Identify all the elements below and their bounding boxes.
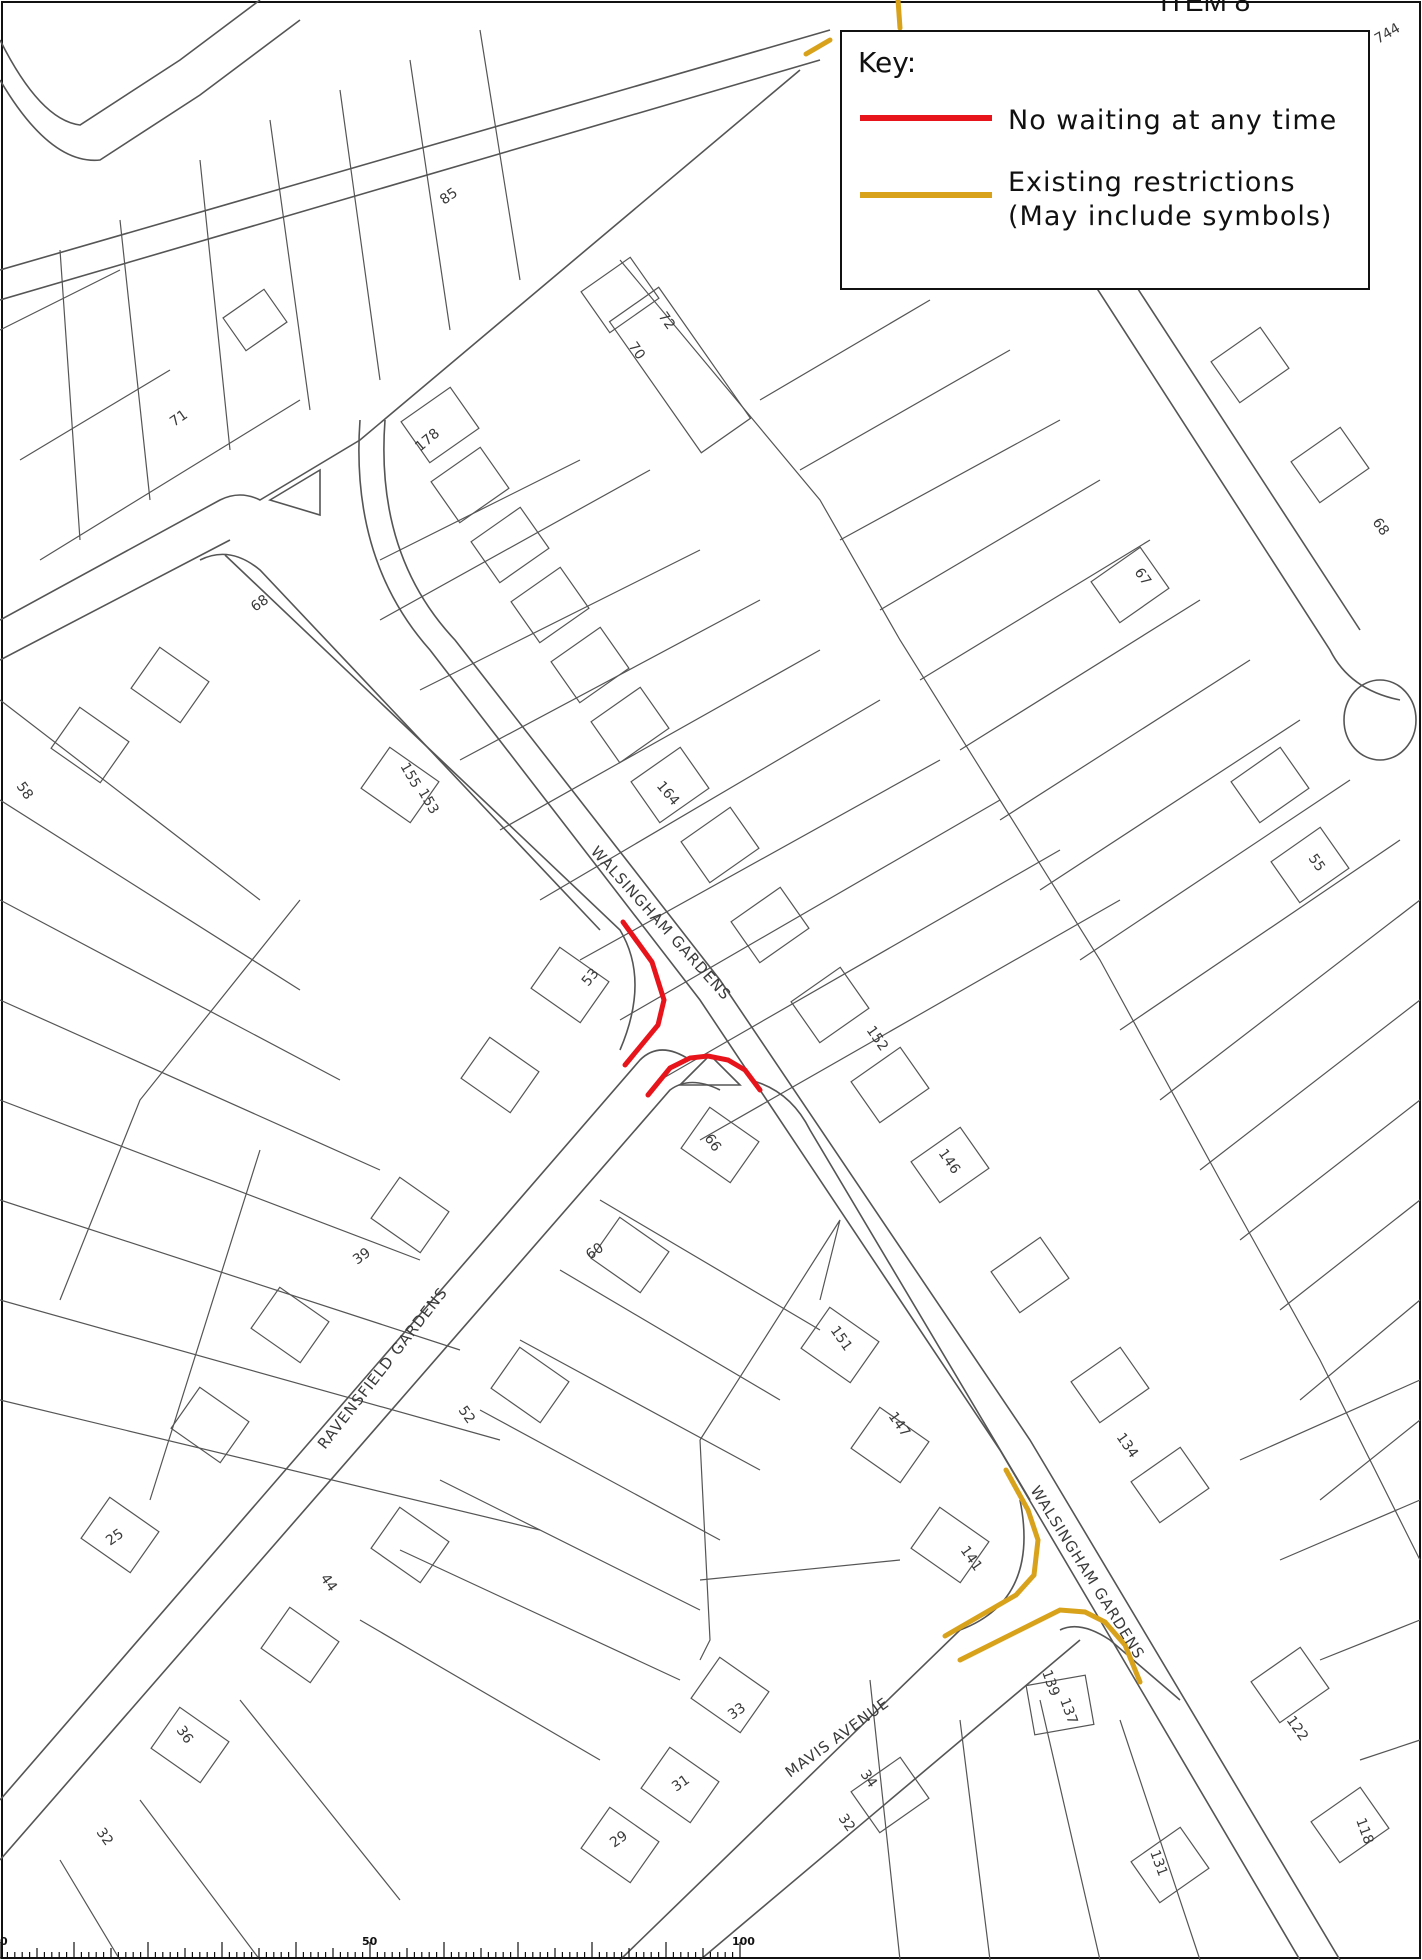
scale-bar	[0, 1942, 760, 1959]
property-boundaries	[0, 29, 1421, 1960]
no-waiting-restrictions	[620, 919, 763, 1098]
existing-restrictions-note: (May include symbols)	[1008, 201, 1333, 232]
key-heading: Key:	[858, 46, 917, 79]
scale-label-50: 50	[362, 1935, 378, 1948]
existing-restrictions	[803, 0, 1143, 1685]
no-waiting-label: No waiting at any time	[1008, 105, 1338, 136]
no-waiting-swatch	[860, 115, 992, 121]
map-key: Key: No waiting at any time Existing res…	[840, 30, 1370, 290]
existing-restrictions-swatch	[860, 192, 992, 198]
building-footprints	[50, 256, 1390, 1904]
item-title: ITEM 8	[1160, 0, 1251, 17]
scale-label-100: 100	[732, 1935, 755, 1948]
existing-restrictions-label: Existing restrictions	[1008, 167, 1296, 198]
scale-label-0: 0	[0, 1935, 8, 1948]
scale-labels: 0 50 100	[0, 1935, 755, 1948]
